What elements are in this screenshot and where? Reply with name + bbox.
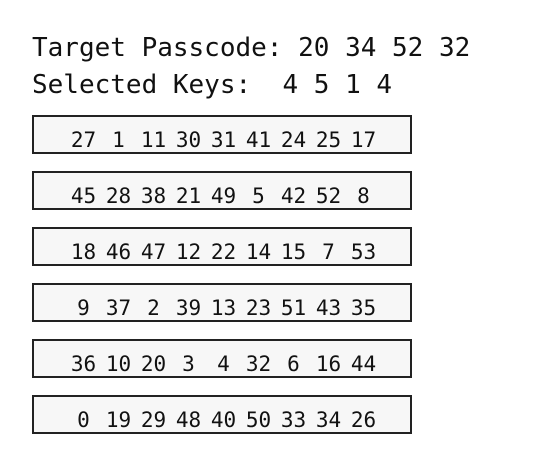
- key-15: 15: [280, 240, 307, 264]
- key-30: 30: [175, 128, 202, 152]
- key-22: 22: [210, 240, 237, 264]
- key-0: 0: [77, 408, 90, 432]
- selected-keys-line: Selected Keys: 4 5 1 4: [32, 70, 392, 100]
- key-13: 13: [210, 296, 237, 320]
- key-52: 52: [315, 184, 342, 208]
- selected-keys-values: 4 5 1 4: [282, 70, 393, 100]
- key-26: 26: [350, 408, 377, 432]
- key-11: 11: [140, 128, 167, 152]
- key-31: 31: [210, 128, 237, 152]
- key-20: 20: [140, 352, 167, 376]
- key-7: 7: [322, 240, 335, 264]
- target-passcode-values: 20 34 52 32: [298, 33, 471, 63]
- key-12: 12: [175, 240, 202, 264]
- key-10: 10: [105, 352, 132, 376]
- key-2: 2: [147, 296, 160, 320]
- key-53: 53: [350, 240, 377, 264]
- key-49: 49: [210, 184, 237, 208]
- target-passcode-label: Target Passcode:: [32, 33, 283, 63]
- key-19: 19: [105, 408, 132, 432]
- key-48: 48: [175, 408, 202, 432]
- key-24: 24: [280, 128, 307, 152]
- key-18: 18: [70, 240, 97, 264]
- key-3: 3: [182, 352, 195, 376]
- key-39: 39: [175, 296, 202, 320]
- key-21: 21: [175, 184, 202, 208]
- target-passcode-line: Target Passcode: 20 34 52 32: [32, 33, 470, 63]
- key-40: 40: [210, 408, 237, 432]
- key-32: 32: [245, 352, 272, 376]
- key-23: 23: [245, 296, 272, 320]
- key-17: 17: [350, 128, 377, 152]
- key-16: 16: [315, 352, 342, 376]
- key-36: 36: [70, 352, 97, 376]
- selected-keys-label: Selected Keys:: [32, 70, 252, 100]
- key-27: 27: [70, 128, 97, 152]
- key-51: 51: [280, 296, 307, 320]
- key-33: 33: [280, 408, 307, 432]
- key-9: 9: [77, 296, 90, 320]
- key-28: 28: [105, 184, 132, 208]
- key-row-2[interactable]: 45 28 38 21 49 5 42 52 8: [32, 171, 412, 210]
- key-34: 34: [315, 408, 342, 432]
- key-41: 41: [245, 128, 272, 152]
- key-4: 4: [217, 352, 230, 376]
- key-25: 25: [315, 128, 342, 152]
- key-row-3[interactable]: 18 46 47 12 22 14 15 7 53: [32, 227, 412, 266]
- key-1: 1: [112, 128, 125, 152]
- key-row-4[interactable]: 9 37 2 39 13 23 51 43 35: [32, 283, 412, 322]
- key-29: 29: [140, 408, 167, 432]
- key-47: 47: [140, 240, 167, 264]
- key-44: 44: [350, 352, 377, 376]
- key-50: 50: [245, 408, 272, 432]
- key-35: 35: [350, 296, 377, 320]
- key-38: 38: [140, 184, 167, 208]
- key-43: 43: [315, 296, 342, 320]
- key-5: 5: [252, 184, 265, 208]
- key-42: 42: [280, 184, 307, 208]
- key-37: 37: [105, 296, 132, 320]
- key-45: 45: [70, 184, 97, 208]
- key-8: 8: [357, 184, 370, 208]
- key-14: 14: [245, 240, 272, 264]
- key-row-6[interactable]: 0 19 29 48 40 50 33 34 26: [32, 395, 412, 434]
- key-46: 46: [105, 240, 132, 264]
- key-6: 6: [287, 352, 300, 376]
